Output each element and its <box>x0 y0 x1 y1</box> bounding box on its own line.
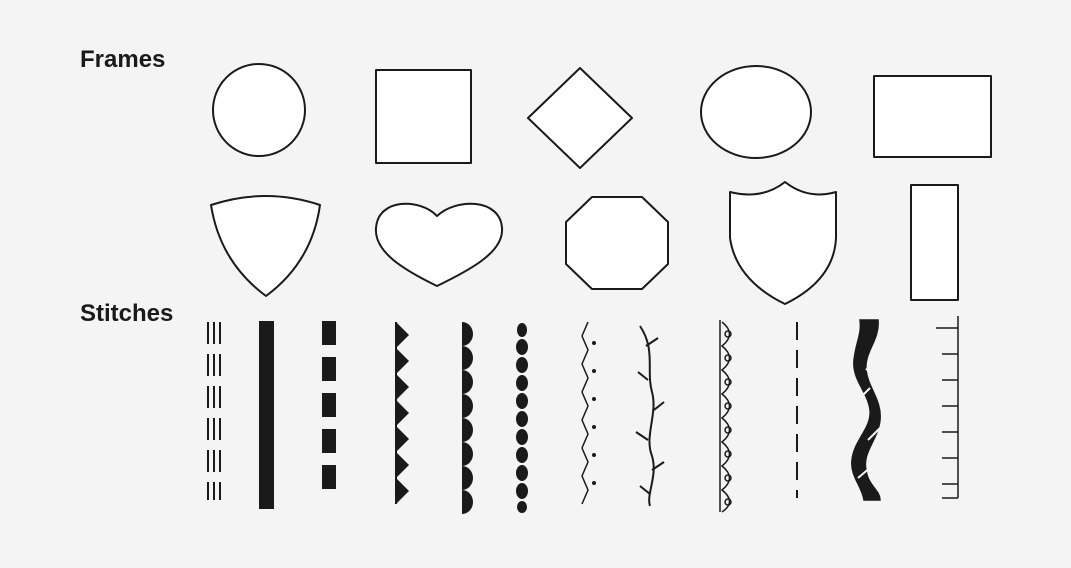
stitch-scallops[interactable] <box>462 322 473 514</box>
frame-circle[interactable] <box>213 64 305 156</box>
stitch-loops[interactable] <box>720 320 731 512</box>
frame-oval[interactable] <box>701 66 811 158</box>
frame-rectangle-landscape[interactable] <box>874 76 991 157</box>
stitch-dashed-blocks[interactable] <box>322 321 336 489</box>
frame-diamond[interactable] <box>528 68 632 168</box>
stitch-triple-dashed-lines[interactable] <box>208 322 220 500</box>
frame-rectangle-portrait[interactable] <box>911 185 958 300</box>
stitch-ladder-ticks[interactable] <box>936 316 958 498</box>
stitch-beads[interactable] <box>516 323 528 513</box>
stitch-zigzag-dots[interactable] <box>582 322 596 504</box>
frame-crest[interactable] <box>730 182 836 304</box>
stitch-triangles[interactable] <box>396 322 409 504</box>
stitch-twisted-rope[interactable] <box>852 320 880 500</box>
frame-square[interactable] <box>376 70 471 163</box>
stitch-vine[interactable] <box>636 326 664 506</box>
frame-shield-pointed[interactable] <box>211 196 320 296</box>
stitch-thick-solid-bar[interactable] <box>259 321 274 509</box>
frame-heart[interactable] <box>376 204 502 286</box>
frame-octagon[interactable] <box>566 197 668 289</box>
